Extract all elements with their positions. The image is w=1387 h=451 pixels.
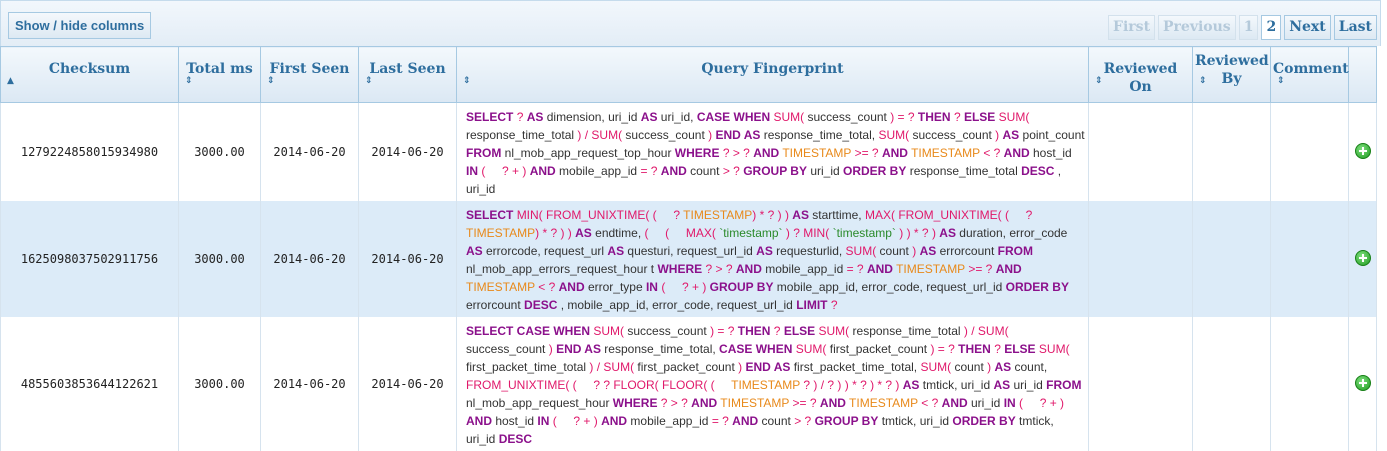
sort-icon: ⇕ (1277, 76, 1285, 86)
sort-icon: ⇕ (1199, 76, 1207, 86)
sort-icon: ⇕ (185, 76, 193, 86)
reviewed-on-cell (1088, 317, 1193, 451)
query-table: Checksum▲ Total ms⇕ First Seen⇕ Last See… (0, 46, 1377, 451)
action-cell (1348, 102, 1377, 201)
action-cell (1348, 201, 1377, 317)
last-seen-cell: 2014-06-20 (358, 102, 457, 201)
column-header-actions (1348, 46, 1377, 103)
column-header-last-seen[interactable]: Last Seen⇕ (358, 46, 457, 103)
first-seen-cell: 2014-06-20 (260, 317, 359, 451)
reviewed-by-cell (1192, 102, 1271, 201)
pagination: First Previous 1 2 Next Last (1108, 15, 1377, 40)
total-ms-cell: 3000.00 (178, 102, 261, 201)
column-header-total-ms[interactable]: Total ms⇕ (178, 46, 261, 103)
reviewed-on-cell (1088, 201, 1193, 317)
first-page-button[interactable]: First (1108, 15, 1156, 40)
sort-icon: ⇕ (463, 76, 471, 86)
sort-icon: ⇕ (1095, 76, 1103, 86)
column-header-reviewed-on[interactable]: Reviewed On⇕ (1088, 46, 1193, 103)
reviewed-by-cell (1192, 317, 1271, 451)
last-seen-cell: 2014-06-20 (358, 201, 457, 317)
column-header-comments[interactable]: Comments⇕ (1270, 46, 1357, 103)
next-page-button[interactable]: Next (1284, 15, 1331, 40)
comments-cell (1270, 201, 1349, 317)
reviewed-on-cell (1088, 102, 1193, 201)
comments-cell (1270, 102, 1349, 201)
add-icon[interactable] (1354, 249, 1371, 266)
column-header-checksum[interactable]: Checksum▲ (0, 46, 179, 103)
add-icon[interactable] (1354, 374, 1371, 391)
query-fingerprint-cell: SELECT CASE WHEN SUM( success_count ) = … (456, 317, 1089, 451)
first-seen-cell: 2014-06-20 (260, 201, 359, 317)
checksum-cell: 1625098037502911756 (0, 201, 179, 317)
query-fingerprint-cell: SELECT MIN( FROM_UNIXTIME( ( ? TIMESTAMP… (456, 201, 1089, 317)
sort-icon: ⇕ (267, 76, 275, 86)
previous-page-button[interactable]: Previous (1158, 15, 1236, 40)
action-cell (1348, 317, 1377, 451)
sort-asc-icon: ▲ (7, 76, 14, 86)
checksum-cell: 1279224858015934980 (0, 102, 179, 201)
column-header-reviewed-by[interactable]: Reviewed By⇕ (1192, 46, 1271, 103)
table-toolbar: Show / hide columns First Previous 1 2 N… (0, 0, 1381, 46)
last-page-button[interactable]: Last (1333, 15, 1377, 40)
add-icon[interactable] (1354, 142, 1371, 159)
column-header-first-seen[interactable]: First Seen⇕ (260, 46, 359, 103)
table-row[interactable]: 4855603853644122621 3000.00 2014-06-20 2… (0, 317, 1377, 451)
query-fingerprint-cell: SELECT ? AS dimension, uri_id AS uri_id,… (456, 102, 1089, 201)
column-header-query-fingerprint[interactable]: Query Fingerprint⇕ (456, 46, 1089, 103)
total-ms-cell: 3000.00 (178, 317, 261, 451)
page-2-button[interactable]: 2 (1261, 15, 1282, 40)
comments-cell (1270, 317, 1349, 451)
show-hide-columns-button[interactable]: Show / hide columns (8, 12, 152, 39)
last-seen-cell: 2014-06-20 (358, 317, 457, 451)
checksum-cell: 4855603853644122621 (0, 317, 179, 451)
first-seen-cell: 2014-06-20 (260, 102, 359, 201)
table-row[interactable]: 1625098037502911756 3000.00 2014-06-20 2… (0, 201, 1377, 317)
total-ms-cell: 3000.00 (178, 201, 261, 317)
table-row[interactable]: 1279224858015934980 3000.00 2014-06-20 2… (0, 102, 1377, 201)
reviewed-by-cell (1192, 201, 1271, 317)
sort-icon: ⇕ (365, 76, 373, 86)
page-1-button[interactable]: 1 (1238, 15, 1259, 40)
